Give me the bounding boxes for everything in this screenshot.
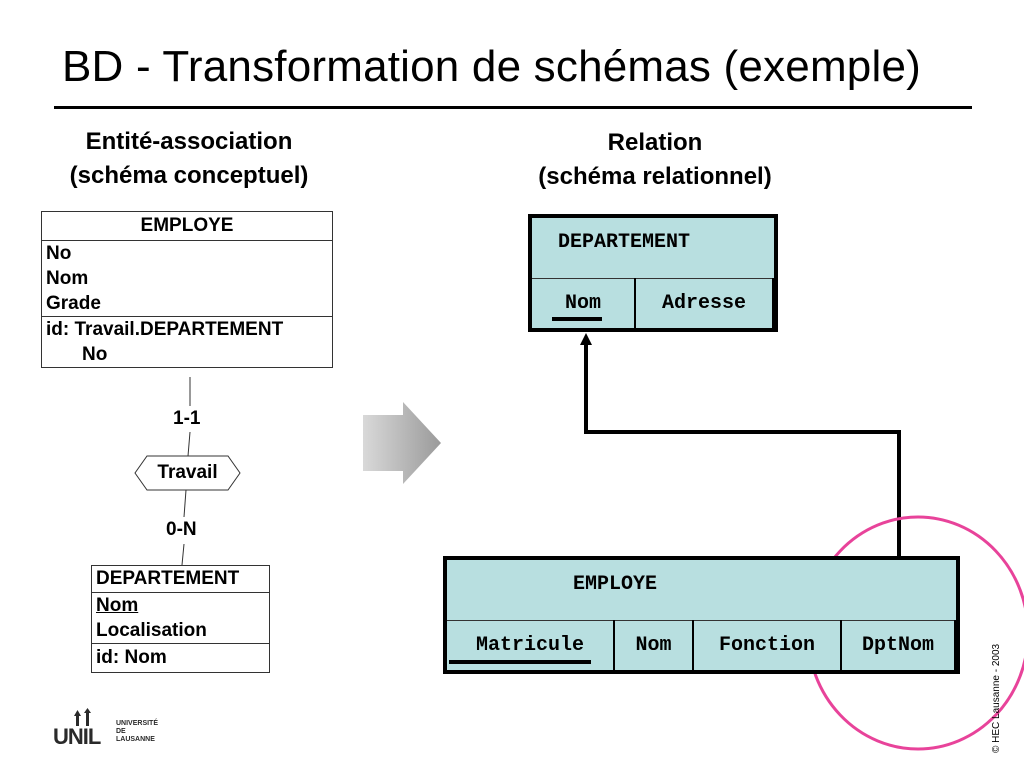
er-heading: Entité-association (schéma conceptuel) [30, 125, 348, 193]
column-label: Adresse [661, 291, 746, 315]
unil-logo: UNIL UNIVERSITÉ DE LAUSANNE [52, 708, 172, 750]
relation-name: EMPLOYE [573, 573, 658, 596]
logo-line3: LAUSANNE [116, 736, 155, 743]
er-link-card-travail [187, 431, 191, 457]
column-nom: Nom [532, 278, 636, 328]
attribute-localisation: Localisation [96, 620, 207, 641]
column-label: Fonction [718, 633, 815, 657]
er-entity-departement: DEPARTEMENT Nom Localisation id: Nom [91, 565, 270, 673]
relational-heading-line2: (schéma relationnel) [538, 163, 772, 190]
column-adresse: Adresse [636, 278, 774, 328]
er-link-card-dept [181, 543, 185, 566]
attribute-no: No [46, 243, 72, 264]
column-dptnom: DptNom [842, 620, 956, 670]
transformation-arrow [363, 402, 441, 484]
er-entity-employe: EMPLOYE No Nom Grade id: Travail.DEPARTE… [41, 211, 333, 368]
title-underline [54, 106, 972, 109]
relational-heading-line1: Relation [607, 129, 703, 156]
logo-line1: UNIVERSITÉ [116, 720, 159, 727]
entity-name: EMPLOYE [140, 215, 234, 236]
entity-identifier: id: Nom [92, 643, 269, 672]
relation-name: DEPARTEMENT [558, 231, 691, 254]
er-heading-line2: (schéma conceptuel) [69, 162, 309, 189]
cardinality-bottom: 0-N [166, 519, 197, 540]
relation-departement: DEPARTEMENT Nom Adresse [528, 214, 778, 332]
relation-header: DEPARTEMENT [532, 218, 774, 279]
column-label: Nom [635, 633, 672, 657]
identifier-line2: No [82, 344, 108, 365]
entity-identifier: id: Travail.DEPARTEMENT No [42, 316, 332, 367]
column-label: DptNom [861, 633, 934, 657]
travail-relationship-shape [134, 455, 241, 491]
foreign-key-arrowhead [580, 333, 592, 345]
logo-line2: DE [116, 728, 126, 735]
attribute-nom: Nom [96, 595, 139, 616]
er-heading-line1: Entité-association [85, 128, 293, 155]
entity-attributes: No Nom Grade [42, 240, 332, 316]
entity-attributes: Nom Localisation [92, 592, 269, 643]
entity-name: DEPARTEMENT [96, 568, 240, 589]
relational-heading: Relation (schéma relationnel) [495, 126, 815, 194]
relation-header: EMPLOYE [447, 560, 956, 621]
foreign-key-line [584, 342, 901, 618]
svg-text:UNIL: UNIL [53, 724, 101, 748]
primary-key-underline [552, 317, 602, 321]
unil-logo-text: UNIVERSITÉ DE LAUSANNE [116, 720, 158, 744]
copyright-text: © HEC Lausanne - 2003 [991, 643, 1002, 753]
column-label: Matricule [475, 633, 585, 657]
slide-title: BD - Transformation de schémas (exemple) [62, 42, 921, 91]
column-fonction: Fonction [694, 620, 842, 670]
relation-employe: EMPLOYE Matricule Nom Fonction DptNom [443, 556, 960, 674]
column-matricule: Matricule [447, 620, 615, 670]
primary-key-underline [449, 660, 591, 664]
column-label: Nom [564, 291, 601, 315]
cardinality-top: 1-1 [173, 408, 201, 429]
identifier-line1: id: Travail.DEPARTEMENT [46, 319, 284, 340]
er-link-travail-card [183, 489, 187, 518]
unil-logo-mark: UNIL [53, 708, 102, 748]
relationship-name: Travail [157, 462, 218, 483]
attribute-grade: Grade [46, 293, 101, 314]
column-nom: Nom [615, 620, 694, 670]
attribute-nom: Nom [46, 268, 89, 289]
